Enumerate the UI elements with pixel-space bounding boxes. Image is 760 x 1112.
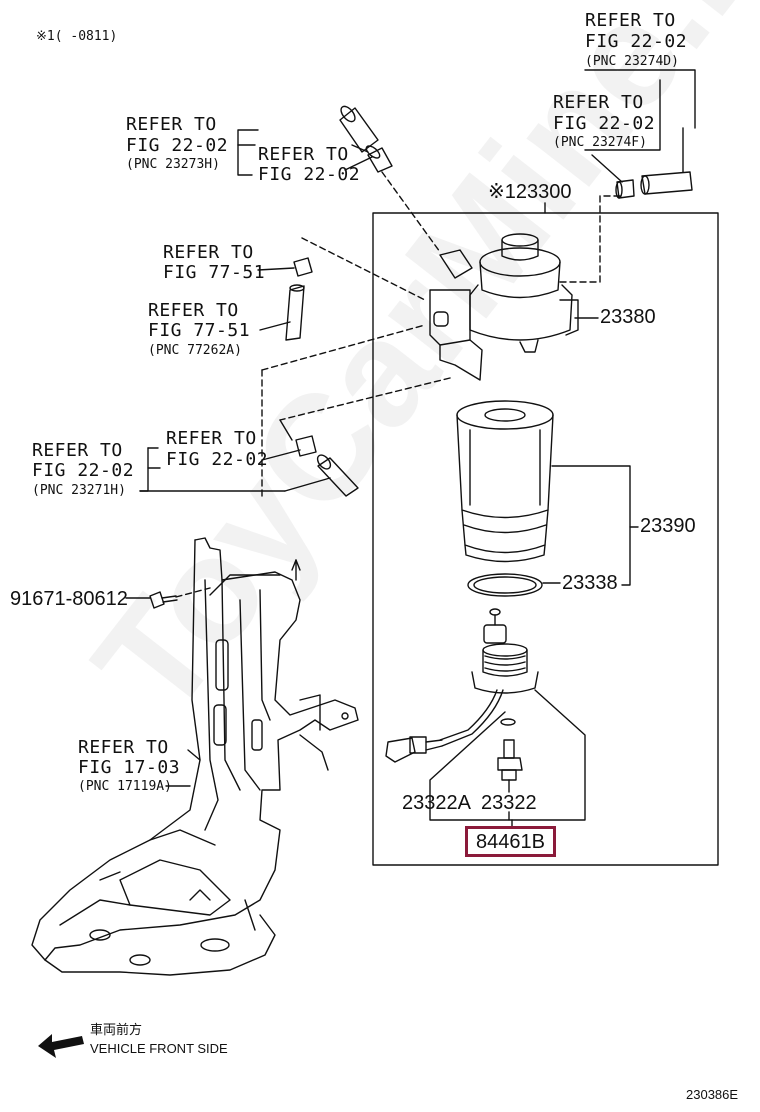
ref-clamp-top-line1[interactable]: REFER TO [258,144,349,165]
bolt-91671 [149,591,178,609]
ref-77-51-clamp-line2[interactable]: FIG 77-51 [163,262,266,283]
part-23338[interactable]: 23338 [562,572,618,594]
ref-23274f-line2[interactable]: FIG 22-02 [553,113,656,134]
ref-77-51-hose-line1[interactable]: REFER TO [148,300,239,321]
ref-23271h-line2[interactable]: FIG 22-02 [32,460,135,481]
ref-23273h-line1[interactable]: REFER TO [126,114,217,135]
part-23300[interactable]: ※123300 [488,181,572,203]
drain-sensor [439,608,539,747]
figure-id: 230386E [686,1087,739,1102]
ref-77-51-hose-line2[interactable]: FIG 77-51 [148,320,251,341]
ref-23274f-pnc: (PNC 23274F) [553,135,647,150]
ref-17-03-pnc: (PNC 17119A) [78,779,172,794]
part-23322[interactable]: 23322 [481,792,537,814]
ref-17-03-line1[interactable]: REFER TO [78,737,169,758]
ref-23271h-line1[interactable]: REFER TO [32,440,123,461]
mounting-bracket [31,537,359,976]
part-23380[interactable]: 23380 [600,306,656,328]
hose-left-77-51 [285,257,313,341]
ref-23274f-line1[interactable]: REFER TO [553,92,644,113]
part-91671-80612[interactable]: 91671-80612 [10,588,128,610]
ref-77-51-clamp-line1[interactable]: REFER TO [163,242,254,263]
ref-23273h-pnc: (PNC 23273H) [126,157,220,172]
ref-23274d-pnc: (PNC 23274D) [585,54,679,69]
hose-top-left [339,105,393,173]
o-ring-23338 [467,573,543,597]
ref-clamp-mid-line1[interactable]: REFER TO [166,428,257,449]
hose-top-right [615,171,693,199]
ref-clamp-mid-line2[interactable]: FIG 22-02 [166,449,269,470]
filter-head-23380 [429,233,579,381]
part-23390[interactable]: 23390 [640,515,696,537]
ref-23271h-pnc: (PNC 23271H) [32,483,126,498]
vehicle-front-jp: 車両前方 [90,1022,143,1037]
ref-clamp-top-line2[interactable]: FIG 22-02 [258,164,361,185]
ref-23274d-line2[interactable]: FIG 22-02 [585,31,688,52]
sensor-connector [385,736,443,763]
hose-mid-left [295,435,359,497]
filter-element-23390 [456,400,554,563]
vehicle-front-en: VEHICLE FRONT SIDE [90,1041,228,1056]
part-84461b-highlighted[interactable]: 84461B [465,826,556,857]
ref-17-03-line2[interactable]: FIG 17-03 [78,757,181,778]
ref-23273h-line2[interactable]: FIG 22-02 [126,135,229,156]
header-note: ※1( -0811) [36,29,118,44]
front-arrow-icon [38,1034,84,1058]
part-23322a[interactable]: 23322A [402,792,471,814]
ref-77-51-hose-pnc: (PNC 77262A) [148,343,242,358]
drain-valve-23322 [497,718,523,793]
ref-23274d-line1[interactable]: REFER TO [585,10,676,31]
